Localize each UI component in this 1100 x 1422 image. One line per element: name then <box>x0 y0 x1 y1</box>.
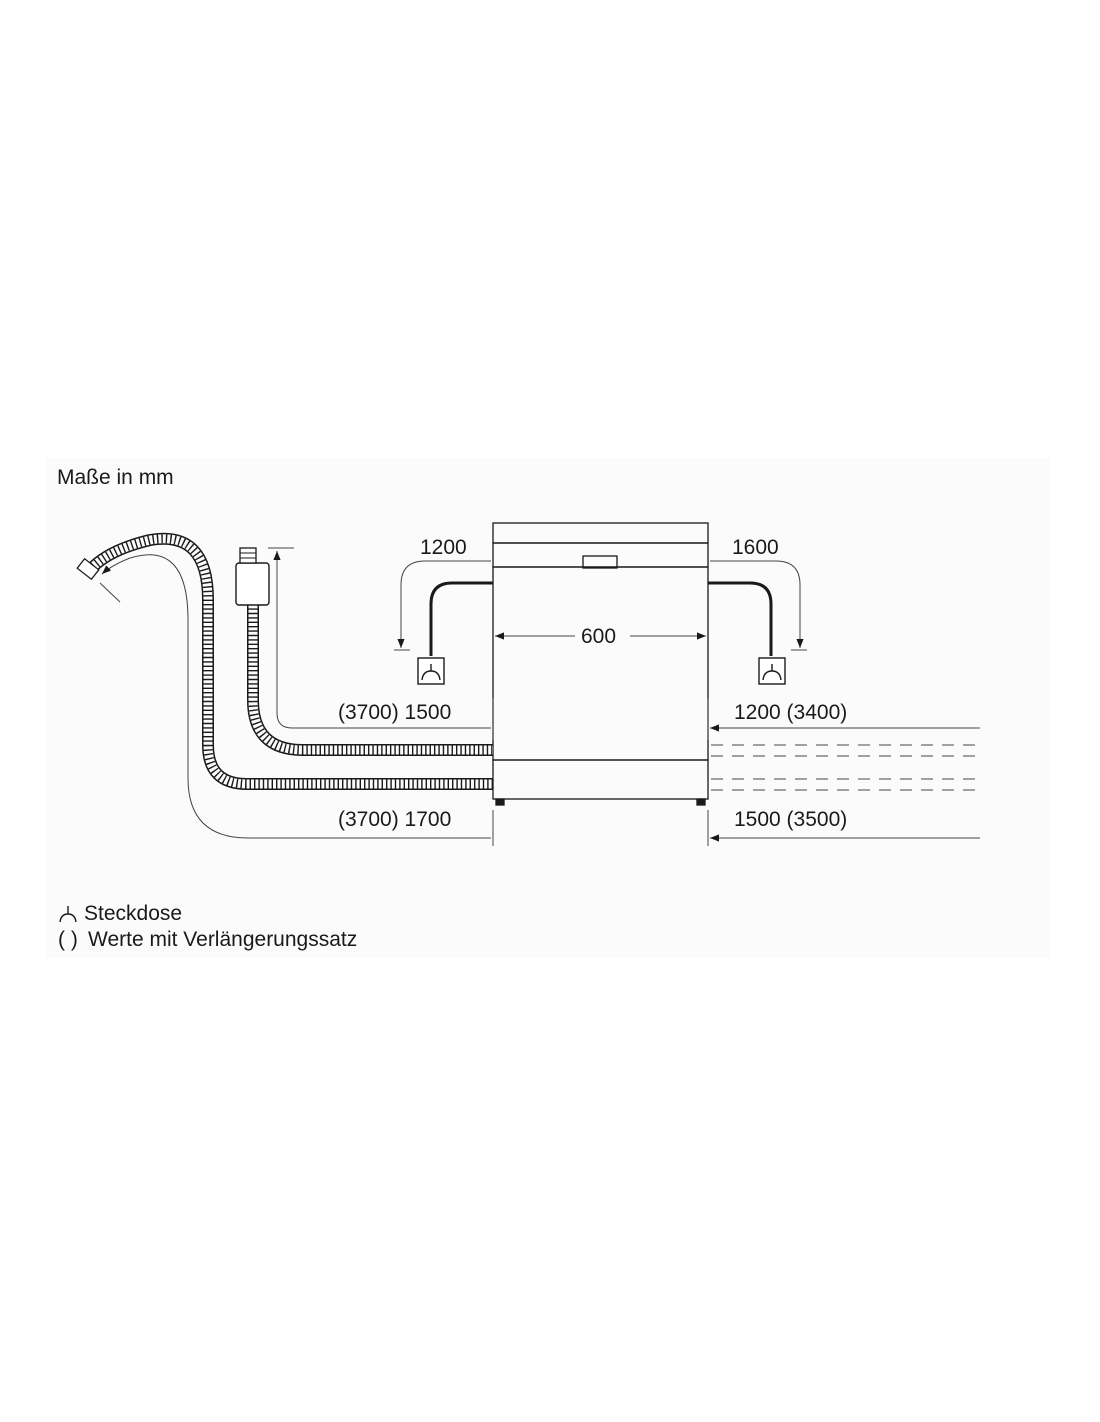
inlet-hose-right-label: 1200 (3400) <box>734 701 848 725</box>
cable-length-right-label: 1600 <box>732 536 779 560</box>
drain-hose-right-label: 1500 (3500) <box>734 808 848 832</box>
extension-hose-dashed <box>711 744 980 791</box>
drain-hose-end <box>76 557 100 581</box>
drain-hose <box>76 532 493 790</box>
legend-socket-text: Steckdose <box>84 902 183 925</box>
aquastop-valve <box>235 562 270 606</box>
drain-hose-left-label: (3700) 1700 <box>338 808 452 832</box>
socket-icon <box>417 657 445 685</box>
foot-left <box>495 798 505 806</box>
appliance-width-label: 600 <box>581 625 617 649</box>
legend-extension-text: Werte mit Verlängerungssatz <box>88 928 358 951</box>
right-length-arrows <box>710 724 980 842</box>
legend-paren-symbol: ( ) <box>58 928 78 951</box>
dishwasher-body <box>492 522 709 806</box>
drain-length-arrow <box>101 554 491 839</box>
legend-socket: Steckdose <box>58 902 182 926</box>
inlet-hose-left-label: (3700) 1500 <box>338 701 452 725</box>
legend-extension: ( ) Werte mit Verlängerungssatz <box>58 928 357 952</box>
inlet-length-arrow <box>268 547 491 729</box>
foot-right <box>696 798 706 806</box>
power-cables <box>429 581 773 656</box>
cable-length-left-label: 1200 <box>420 536 467 560</box>
inlet-hose <box>235 547 493 756</box>
socket-icon <box>58 904 84 924</box>
control-display <box>582 555 618 569</box>
socket-icon <box>758 657 786 685</box>
cable-length-arrows <box>394 560 807 651</box>
extension-lines <box>492 698 709 846</box>
diagram-title: Maße in mm <box>57 466 174 489</box>
